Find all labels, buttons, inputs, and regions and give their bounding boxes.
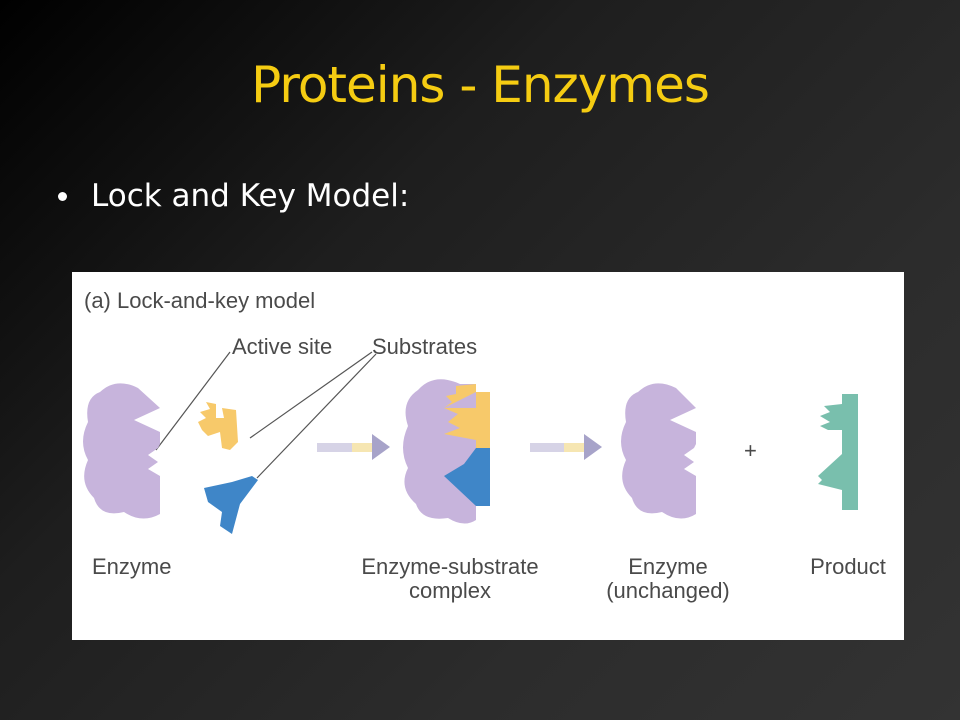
caption-enzyme: Enzyme [92, 554, 171, 579]
enzyme-unchanged-shape [621, 383, 696, 519]
callout-active-site: Active site [232, 334, 332, 359]
active-site-leader [155, 351, 231, 451]
callout-lines [155, 351, 377, 479]
enzyme-complex-shape [403, 379, 476, 524]
substrate-leader-blue [256, 353, 377, 479]
caption-enzyme-unchanged-line2: (unchanged) [606, 578, 730, 603]
enzyme-shape [83, 383, 160, 519]
caption-product: Product [810, 554, 886, 579]
slide-title: Proteins - Enzymes [251, 56, 710, 114]
lock-and-key-diagram: (a) Lock-and-key model Active site Subst… [83, 288, 886, 603]
product-shape [818, 394, 858, 510]
bullet-text: Lock and Key Model: [91, 178, 410, 214]
plus-sign: + [744, 438, 757, 463]
substrate-yellow [198, 402, 238, 450]
figure-heading: (a) Lock-and-key model [84, 288, 315, 313]
bullet-dot [58, 191, 67, 201]
substrate-blue [204, 476, 258, 534]
callout-substrates: Substrates [372, 334, 477, 359]
complex-yellow-bar [476, 392, 490, 448]
reaction-arrow-2 [530, 434, 602, 460]
caption-complex-line1: Enzyme-substrate [361, 554, 538, 579]
substrate-leader-yellow [249, 351, 373, 439]
lock-and-key-figure: (a) Lock-and-key model Active site Subst… [72, 272, 904, 640]
complex-substrate-blue [444, 448, 490, 506]
caption-enzyme-unchanged-line1: Enzyme [628, 554, 707, 579]
reaction-arrow-1 [317, 434, 390, 460]
bullet-lock-and-key: Lock and Key Model: [58, 178, 409, 214]
caption-complex-line2: complex [409, 578, 491, 603]
